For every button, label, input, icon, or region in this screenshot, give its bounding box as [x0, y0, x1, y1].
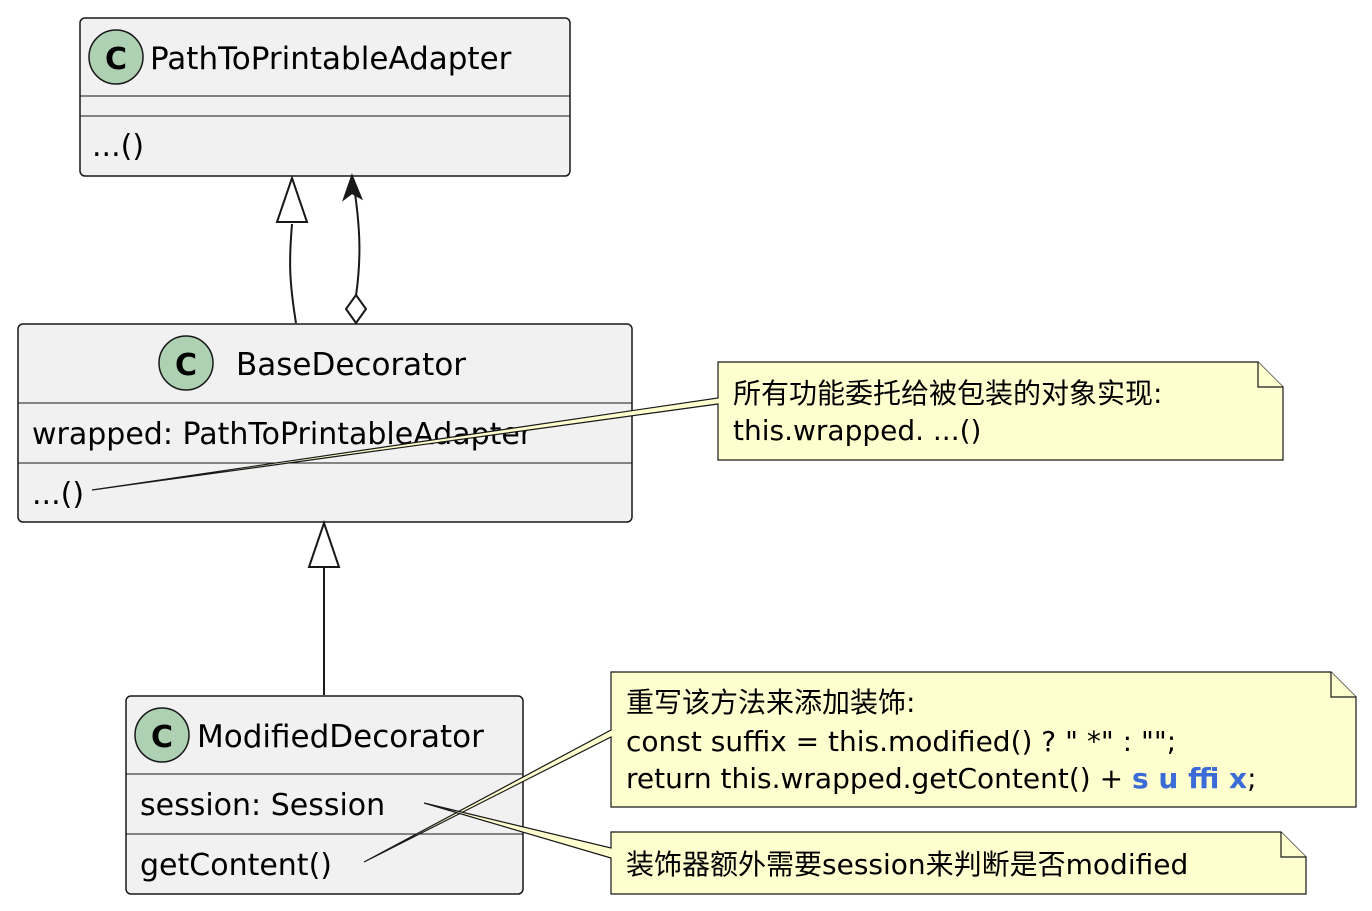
- note-line: 所有功能委托给被包装的对象实现:: [733, 377, 1162, 410]
- note-code: return this.wrapped.getContent() +: [626, 762, 1132, 795]
- svg-text:C: C: [151, 720, 173, 755]
- class-stereotype-icon: C: [134, 707, 190, 763]
- svg-text:C: C: [175, 348, 197, 383]
- class-stereotype-icon: C: [158, 335, 214, 391]
- note-line: 装饰器额外需要session来判断是否modified: [626, 848, 1188, 881]
- inheritance-arrow-modified-to-base: [307, 519, 341, 695]
- class-field: wrapped: PathToPrintableAdapter: [32, 417, 533, 452]
- class-method: ...(): [32, 477, 84, 512]
- svg-text:C: C: [105, 42, 127, 77]
- note-line: this.wrapped. ...(): [733, 414, 981, 447]
- class-name: PathToPrintableAdapter: [150, 41, 512, 77]
- class-name: ModifiedDecorator: [197, 719, 484, 755]
- class-stereotype-icon: C: [88, 29, 144, 85]
- inheritance-arrow-base-to-adapter: [275, 174, 309, 324]
- note-highlight: s u ffi x: [1132, 762, 1247, 795]
- note-code: ;: [1247, 762, 1256, 795]
- class-modified-decorator[interactable]: C ModifiedDecorator session: Session get…: [125, 695, 524, 895]
- class-name: BaseDecorator: [236, 347, 466, 383]
- class-field: session: Session: [140, 788, 385, 823]
- note-line: return this.wrapped.getContent() + s u f…: [626, 762, 1257, 795]
- note-base-delegation[interactable]: 所有功能委托给被包装的对象实现: this.wrapped. ...(): [91, 361, 1284, 491]
- class-method: ...(): [92, 129, 144, 164]
- class-base-decorator[interactable]: C BaseDecorator wrapped: PathToPrintable…: [17, 323, 633, 523]
- class-method: getContent(): [140, 848, 332, 883]
- note-session-field[interactable]: 装饰器额外需要session来判断是否modified: [423, 802, 1307, 895]
- note-line: 重写该方法来添加装饰:: [626, 686, 915, 719]
- note-modified-getcontent[interactable]: 重写该方法来添加装饰: const suffix = this.modified…: [363, 671, 1357, 863]
- aggregation-arrow-base-to-adapter: [341, 173, 368, 325]
- class-path-to-printable-adapter[interactable]: C PathToPrintableAdapter ...(): [79, 17, 571, 177]
- note-line: const suffix = this.modified() ? " *" : …: [626, 725, 1176, 758]
